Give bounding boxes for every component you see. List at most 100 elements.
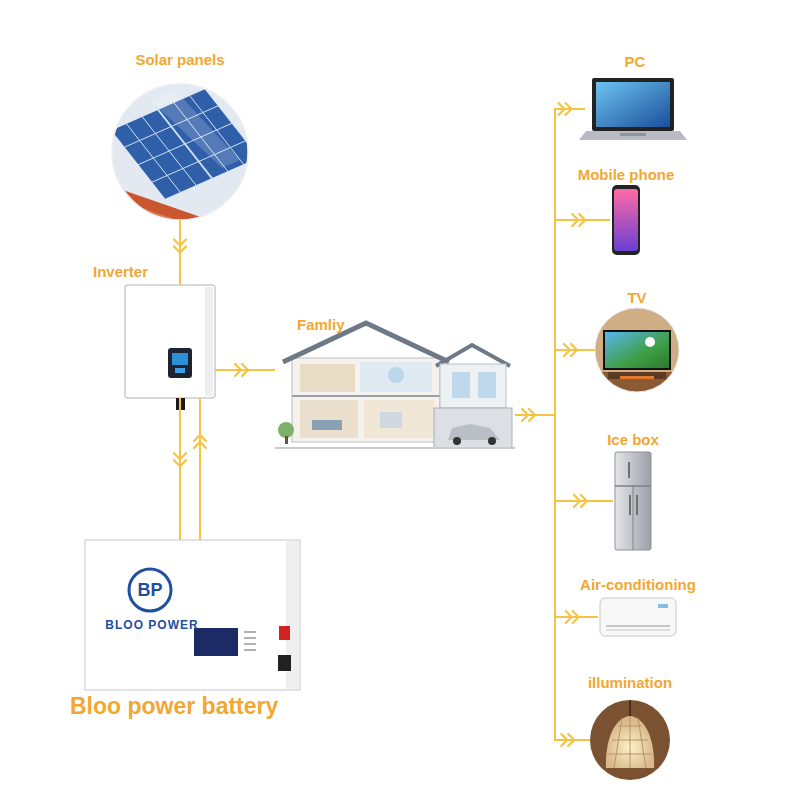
arrow-chevron xyxy=(566,611,572,623)
inverter-node: Inverter xyxy=(125,285,215,398)
lamp-illustration-part xyxy=(629,698,631,716)
tv-illustration-part xyxy=(608,372,666,379)
arrow-chevron xyxy=(561,734,567,746)
connector-group xyxy=(194,398,206,540)
house-illustration-part xyxy=(453,437,461,445)
house-illustration xyxy=(275,323,515,448)
node-label: Famliy xyxy=(297,317,345,334)
arrow-chevron xyxy=(574,495,580,507)
arrow-chevron xyxy=(174,460,186,466)
arrow-chevron xyxy=(566,103,572,115)
house-illustration-part xyxy=(380,412,402,428)
flow-connector xyxy=(515,350,595,415)
tv-illustration-part xyxy=(645,337,655,347)
fridge-illustration-part xyxy=(633,486,634,550)
arrow-chevron xyxy=(568,734,574,746)
air-conditioner-illustration-part xyxy=(606,625,670,627)
node-label: Solar panels xyxy=(135,52,224,69)
house-illustration-part xyxy=(360,362,432,392)
arrow-chevron xyxy=(573,611,579,623)
arrow-chevron xyxy=(529,409,535,421)
appliance-node: illumination xyxy=(590,700,670,780)
tv-illustration-part xyxy=(594,307,680,393)
appliance-node: PC xyxy=(585,78,685,140)
house-illustration-part xyxy=(300,364,355,392)
solar-panel-illustration-part xyxy=(100,82,260,222)
flow-connector xyxy=(179,398,181,540)
battery-illustration-part xyxy=(85,540,300,690)
connector-group xyxy=(515,344,595,415)
solar-panel-illustration xyxy=(100,82,260,222)
house-node: Famliy xyxy=(275,335,515,450)
arrow-chevron xyxy=(194,435,206,441)
tv-illustration xyxy=(594,307,680,394)
house-illustration-part xyxy=(440,364,506,408)
arrow-chevron xyxy=(174,453,186,459)
appliance-node: TV xyxy=(595,308,679,392)
node-label: PC xyxy=(625,54,646,71)
tv-illustration-part xyxy=(605,332,669,368)
connector-group xyxy=(174,220,186,285)
flow-connector xyxy=(199,398,201,540)
appliance-node: Ice box xyxy=(613,452,653,550)
air-conditioner-illustration-part xyxy=(600,598,676,636)
flow-connector xyxy=(515,415,613,501)
arrow-chevron xyxy=(564,344,570,356)
connector-group xyxy=(515,415,613,507)
tv-illustration-part xyxy=(594,307,680,394)
connector-group xyxy=(515,103,585,421)
house-illustration-part xyxy=(292,358,440,442)
phone-illustration-part xyxy=(614,189,638,251)
inverter-illustration-part xyxy=(168,348,192,378)
solar-panel-illustration-part xyxy=(100,208,140,222)
fridge-illustration-part xyxy=(636,495,638,515)
inverter-illustration-part xyxy=(175,368,185,373)
inverter-illustration-part xyxy=(205,287,213,396)
node-label: Mobile phone xyxy=(578,167,675,184)
house-illustration-part xyxy=(278,422,294,438)
house-illustration-part xyxy=(285,436,288,444)
house-illustration-part xyxy=(478,372,496,398)
arrow-chevron xyxy=(194,442,206,448)
node-label: Bloo power battery xyxy=(70,694,278,719)
node-label: illumination xyxy=(588,675,672,692)
house-illustration-part xyxy=(312,420,342,430)
node-label: Inverter xyxy=(93,264,148,281)
fridge-illustration-part xyxy=(629,495,631,515)
arrow-chevron xyxy=(522,409,528,421)
house-illustration-part xyxy=(488,437,496,445)
solar-panel-illustration-part xyxy=(110,88,260,200)
battery-illustration-part xyxy=(244,643,256,645)
house-illustration-part xyxy=(434,408,512,448)
laptop-illustration-part xyxy=(592,78,674,131)
laptop-illustration-part xyxy=(596,82,670,127)
battery-illustration-part xyxy=(194,628,238,656)
logo-mark: BP xyxy=(137,581,162,599)
lamp-illustration-part xyxy=(588,698,672,782)
tv-illustration-part xyxy=(594,372,680,394)
battery-illustration-part xyxy=(129,569,171,611)
phone-illustration xyxy=(612,185,640,255)
flow-connector xyxy=(179,220,181,285)
inverter-illustration xyxy=(125,285,215,410)
lamp-illustration-part xyxy=(614,716,646,768)
connector-group xyxy=(174,398,186,540)
connector-group xyxy=(515,214,610,415)
tv-illustration-part xyxy=(603,330,671,370)
house-illustration-part xyxy=(292,395,440,397)
battery-illustration-part xyxy=(244,649,256,651)
air-conditioner-illustration-part xyxy=(658,604,668,608)
house-illustration-part xyxy=(275,447,515,449)
arrow-chevron xyxy=(571,344,577,356)
brand-name: BLOO POWER xyxy=(105,619,198,631)
appliance-node: Mobile phone xyxy=(610,185,642,255)
arrow-chevron xyxy=(174,240,186,246)
tv-illustration-part xyxy=(595,308,679,392)
house-illustration-part xyxy=(436,345,510,366)
node-label: Air-conditioning xyxy=(580,577,696,594)
solar-panel-node: Solar panels xyxy=(112,84,248,220)
house-illustration-part xyxy=(388,367,404,383)
